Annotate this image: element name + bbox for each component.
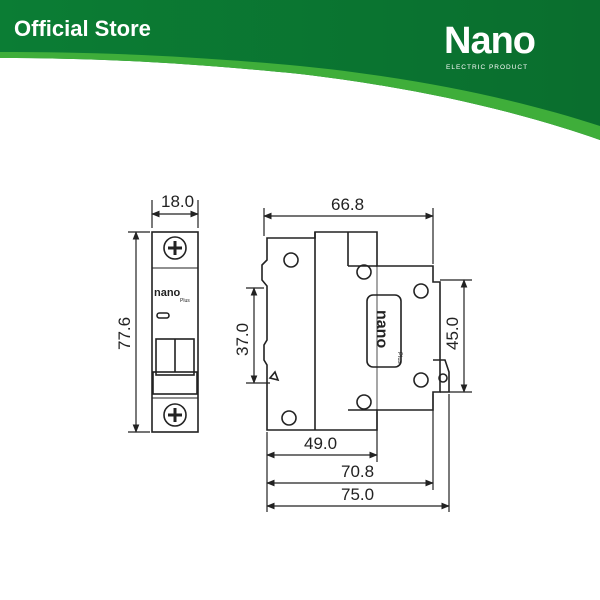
bottom-dim-1-label: 49.0 bbox=[304, 434, 337, 453]
top-terminal-screw bbox=[163, 236, 187, 260]
brand-logo: Nano ELECTRIC PRODUCT bbox=[444, 20, 574, 76]
side-view bbox=[261, 231, 450, 431]
bottom-terminal-screw bbox=[163, 403, 187, 427]
side-bottom-dimensions bbox=[266, 394, 450, 512]
side-label-sub: Plus bbox=[396, 352, 402, 364]
side-left-label: 37.0 bbox=[233, 323, 252, 356]
front-device-brand: nano bbox=[154, 287, 181, 299]
mount-hole-1 bbox=[283, 252, 299, 268]
front-height-label: 77.6 bbox=[115, 317, 134, 350]
side-right-dimension bbox=[440, 279, 472, 393]
side-right-label: 45.0 bbox=[443, 317, 462, 350]
mount-hole-3 bbox=[413, 283, 429, 299]
breaker-body-side bbox=[261, 231, 441, 431]
front-width-label: 18.0 bbox=[161, 192, 194, 211]
front-device-sub: Plus bbox=[180, 298, 190, 304]
brand-tagline: ELECTRIC PRODUCT bbox=[446, 64, 529, 71]
mount-hole-4 bbox=[413, 372, 429, 388]
side-top-label: 66.8 bbox=[331, 195, 364, 214]
banner-accent bbox=[0, 52, 600, 140]
front-width-dimension bbox=[151, 200, 199, 228]
front-height-dimension bbox=[128, 231, 150, 433]
mount-hole-2 bbox=[356, 264, 372, 280]
brand-logo-text: Nano bbox=[444, 20, 536, 62]
side-left-dimension bbox=[246, 287, 270, 384]
toggle-base bbox=[152, 371, 198, 395]
mount-hole-5 bbox=[356, 394, 372, 410]
mount-hole-6 bbox=[281, 410, 297, 426]
bottom-dim-3-label: 75.0 bbox=[341, 485, 374, 504]
breaker-body-front bbox=[151, 231, 199, 433]
bottom-dim-2-label: 70.8 bbox=[341, 462, 374, 481]
front-view bbox=[151, 231, 199, 433]
side-top-dimension bbox=[263, 208, 434, 264]
side-label-brand: nano bbox=[373, 310, 390, 348]
official-store-label: Official Store bbox=[14, 16, 151, 41]
indicator-window bbox=[156, 312, 170, 319]
side-label-plate bbox=[366, 294, 402, 368]
din-clip bbox=[433, 359, 450, 393]
